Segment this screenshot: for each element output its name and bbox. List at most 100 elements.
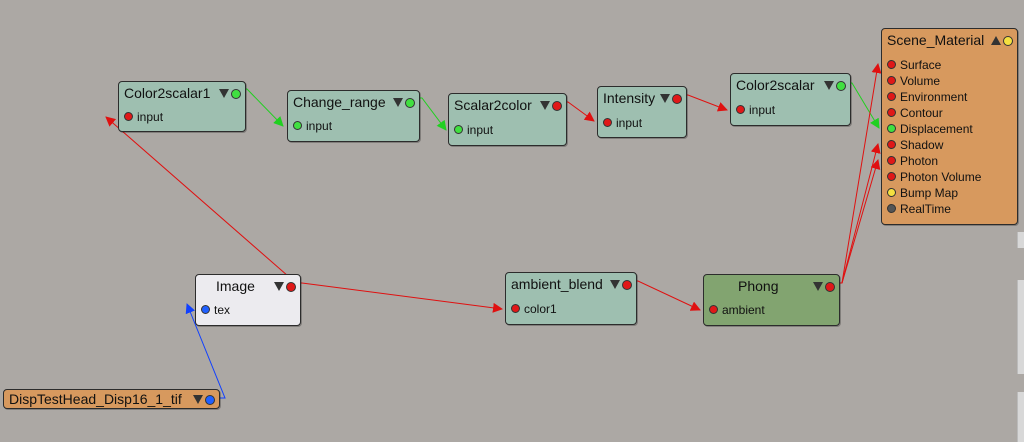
port-label: ambient: [722, 303, 765, 317]
output-port-icon[interactable]: [672, 93, 682, 104]
input-port[interactable]: input: [293, 118, 332, 134]
port-dot-icon[interactable]: [511, 304, 520, 314]
port-dot-icon[interactable]: [887, 92, 896, 102]
port-surface[interactable]: Surface: [887, 57, 941, 73]
scrollbar-segment[interactable]: [1017, 280, 1024, 374]
node-controls[interactable]: [219, 85, 241, 100]
port-contour[interactable]: Contour: [887, 105, 943, 121]
port-dot-icon[interactable]: [887, 156, 896, 166]
color2scalar1-node[interactable]: Color2scalar1 input: [118, 81, 246, 132]
port-shadow[interactable]: Shadow: [887, 137, 943, 153]
port-label: Contour: [900, 106, 943, 120]
node-controls[interactable]: [813, 278, 835, 293]
port-photon[interactable]: Photon: [887, 153, 938, 169]
output-port-icon[interactable]: [1003, 35, 1013, 46]
input-port[interactable]: input: [124, 109, 163, 125]
image-node[interactable]: Image tex: [195, 274, 301, 326]
port-dot-icon[interactable]: [603, 118, 612, 128]
port-dot-icon[interactable]: [887, 204, 896, 214]
node-title: Change_range: [293, 94, 386, 110]
tex-port[interactable]: tex: [201, 302, 230, 318]
wire-intensity-color2scalar: [682, 94, 728, 112]
phong-node[interactable]: Phong ambient: [703, 274, 840, 326]
output-port-icon[interactable]: [825, 281, 835, 292]
node-controls[interactable]: [393, 94, 415, 109]
node-title: Image: [216, 278, 255, 294]
color1-port[interactable]: color1: [511, 301, 557, 317]
node-controls[interactable]: [824, 77, 846, 92]
port-realtime[interactable]: RealTime: [887, 201, 951, 217]
node-title: Color2scalar: [736, 77, 815, 93]
collapse-triangle-icon[interactable]: [219, 89, 229, 99]
port-dot-icon[interactable]: [201, 305, 210, 315]
expand-triangle-icon[interactable]: [991, 36, 1001, 46]
output-port-icon[interactable]: [231, 88, 241, 99]
port-dot-icon[interactable]: [709, 305, 718, 315]
input-port[interactable]: input: [603, 115, 642, 131]
collapse-triangle-icon[interactable]: [824, 81, 834, 91]
ambient-blend-node[interactable]: ambient_blend color1: [505, 272, 637, 325]
scrollbar-segment[interactable]: [1017, 392, 1024, 442]
port-dot-icon[interactable]: [736, 105, 745, 115]
node-title: Color2scalar1: [124, 85, 211, 101]
port-dot-icon[interactable]: [887, 140, 896, 150]
port-environment[interactable]: Environment: [887, 89, 967, 105]
collapse-triangle-icon[interactable]: [393, 98, 403, 108]
output-port-icon[interactable]: [552, 100, 562, 111]
input-port[interactable]: input: [454, 122, 493, 138]
port-dot-icon[interactable]: [887, 188, 896, 198]
wire-phong-shadow: [834, 143, 881, 284]
node-controls[interactable]: [991, 32, 1013, 47]
collapse-triangle-icon[interactable]: [610, 280, 620, 290]
input-port[interactable]: input: [736, 102, 775, 118]
scrollbar-segment[interactable]: [1017, 232, 1024, 248]
output-port-icon[interactable]: [622, 279, 632, 290]
texture-node[interactable]: DispTestHead_Disp16_1_tif: [3, 389, 220, 409]
color2scalar-node[interactable]: Color2scalar input: [730, 73, 851, 126]
scalar2color-node[interactable]: Scalar2color input: [448, 93, 567, 146]
ambient-port[interactable]: ambient: [709, 302, 765, 318]
output-port-icon[interactable]: [205, 394, 215, 405]
port-dot-icon[interactable]: [293, 121, 302, 131]
port-label: Environment: [900, 90, 968, 104]
node-controls[interactable]: [660, 90, 682, 105]
node-controls[interactable]: [610, 276, 632, 291]
collapse-triangle-icon[interactable]: [274, 282, 284, 292]
node-title: Intensity: [603, 90, 656, 106]
port-label: input: [749, 103, 776, 117]
port-label: input: [137, 110, 164, 124]
port-bump-map[interactable]: Bump Map: [887, 185, 958, 201]
port-label: tex: [214, 303, 231, 317]
port-dot-icon[interactable]: [124, 112, 133, 122]
node-title: DispTestHead_Disp16_1_tif: [9, 391, 182, 407]
node-controls[interactable]: [274, 278, 296, 293]
port-dot-icon[interactable]: [454, 125, 463, 135]
intensity-node[interactable]: Intensity input: [597, 86, 687, 138]
collapse-triangle-icon[interactable]: [540, 101, 550, 111]
node-controls[interactable]: [193, 391, 215, 406]
change-range-node[interactable]: Change_range input: [287, 90, 420, 142]
node-controls[interactable]: [540, 97, 562, 112]
collapse-triangle-icon[interactable]: [660, 94, 670, 104]
port-photon-volume[interactable]: Photon Volume: [887, 169, 981, 185]
port-label: color1: [524, 302, 557, 316]
port-label: input: [616, 116, 643, 130]
port-dot-icon[interactable]: [887, 124, 896, 134]
node-title: ambient_blend: [511, 276, 603, 292]
node-title: Scene_Material: [887, 32, 985, 48]
collapse-triangle-icon[interactable]: [193, 395, 203, 405]
wire-phong-photon: [834, 159, 881, 284]
scene-material-node[interactable]: Scene_Material Surface Volume Environmen…: [881, 28, 1018, 225]
port-volume[interactable]: Volume: [887, 73, 940, 89]
output-port-icon[interactable]: [405, 97, 415, 108]
port-dot-icon[interactable]: [887, 76, 896, 86]
output-port-icon[interactable]: [286, 281, 296, 292]
output-port-icon[interactable]: [836, 80, 846, 91]
port-dot-icon[interactable]: [887, 108, 896, 118]
port-label: Photon: [900, 154, 939, 168]
port-dot-icon[interactable]: [887, 60, 896, 70]
collapse-triangle-icon[interactable]: [813, 282, 823, 292]
port-displacement[interactable]: Displacement: [887, 121, 973, 137]
port-dot-icon[interactable]: [887, 172, 896, 182]
